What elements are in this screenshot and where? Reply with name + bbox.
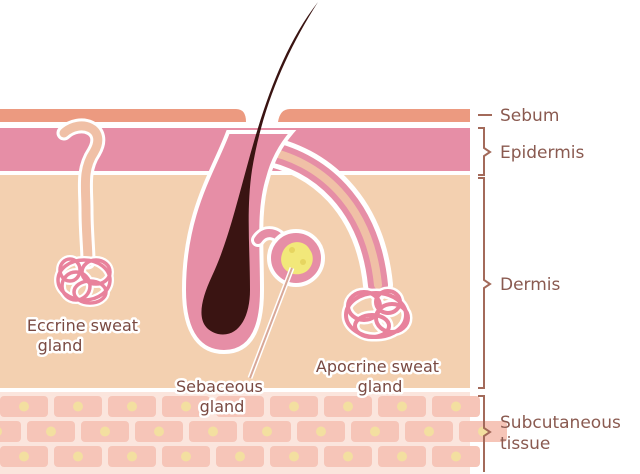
eccrine-label-line1: Eccrine sweat bbox=[27, 316, 138, 335]
sebaceous-label-line2: gland bbox=[200, 397, 245, 416]
dermis-label: Dermis bbox=[500, 275, 561, 295]
fat-cell bbox=[0, 421, 21, 442]
apocrine-label-line2: gland bbox=[358, 377, 403, 396]
fat-cell-nucleus bbox=[397, 451, 407, 462]
fat-cell-nucleus bbox=[235, 451, 245, 462]
sebum-label: Sebum bbox=[500, 106, 559, 126]
fat-cell-nucleus bbox=[289, 401, 299, 412]
subcutaneous-bracket bbox=[478, 395, 492, 472]
fat-cell-nucleus bbox=[235, 401, 245, 412]
apocrine-label-line1: Apocrine sweat bbox=[316, 357, 439, 376]
fat-cell-nucleus bbox=[46, 426, 56, 437]
fat-cell-nucleus bbox=[424, 426, 434, 437]
fat-cell-nucleus bbox=[397, 401, 407, 412]
sebaceous-label: Sebaceous gland bbox=[176, 377, 268, 416]
fat-cell-nucleus bbox=[181, 451, 191, 462]
eccrine-label: Eccrine sweat gland bbox=[27, 316, 143, 355]
fat-cell-nucleus bbox=[100, 426, 110, 437]
subcutaneous-fat-cells bbox=[0, 396, 507, 467]
eccrine-label-line2: gland bbox=[38, 336, 83, 355]
epidermis-bracket bbox=[478, 127, 492, 176]
fat-cell-nucleus bbox=[343, 401, 353, 412]
sebaceous-gland bbox=[251, 226, 325, 287]
apocrine-sweat-gland bbox=[247, 135, 413, 342]
epidermis-label: Epidermis bbox=[500, 143, 584, 163]
fat-cell-nucleus bbox=[181, 401, 191, 412]
fat-cell-nucleus bbox=[262, 426, 272, 437]
dermis-bracket bbox=[478, 177, 492, 389]
dermis-bottom-border bbox=[0, 388, 470, 392]
fat-cell-nucleus bbox=[451, 451, 461, 462]
sebaceous-label-line1: Sebaceous bbox=[176, 377, 263, 396]
fat-cell-nucleus bbox=[451, 401, 461, 412]
sebum-layer-right bbox=[278, 109, 470, 122]
fat-cell-nucleus bbox=[73, 451, 83, 462]
fat-cell-nucleus bbox=[343, 451, 353, 462]
eccrine-sweat-gland bbox=[54, 118, 114, 307]
fat-cell-nucleus bbox=[19, 401, 29, 412]
subcutaneous-label-line2: tissue bbox=[500, 434, 550, 454]
fat-cell-nucleus bbox=[19, 451, 29, 462]
subcutaneous-label-line1: Subcutaneous bbox=[500, 413, 621, 433]
fat-cell-nucleus bbox=[370, 426, 380, 437]
fat-cell-nucleus bbox=[208, 426, 218, 437]
hair-shaft bbox=[201, 2, 318, 335]
fat-cell-nucleus bbox=[0, 427, 2, 436]
fat-cell-nucleus bbox=[127, 401, 137, 412]
subcutaneous-label: Subcutaneous tissue bbox=[500, 413, 626, 454]
layer-brackets bbox=[478, 114, 492, 472]
fat-cell-nucleus bbox=[154, 426, 164, 437]
apocrine-label: Apocrine sweat gland bbox=[316, 357, 444, 396]
fat-cell-nucleus bbox=[316, 426, 326, 437]
fat-cell-nucleus bbox=[289, 451, 299, 462]
fat-cell-nucleus bbox=[73, 401, 83, 412]
fat-cell-nucleus bbox=[127, 451, 137, 462]
sebum-layer-left bbox=[0, 109, 246, 122]
